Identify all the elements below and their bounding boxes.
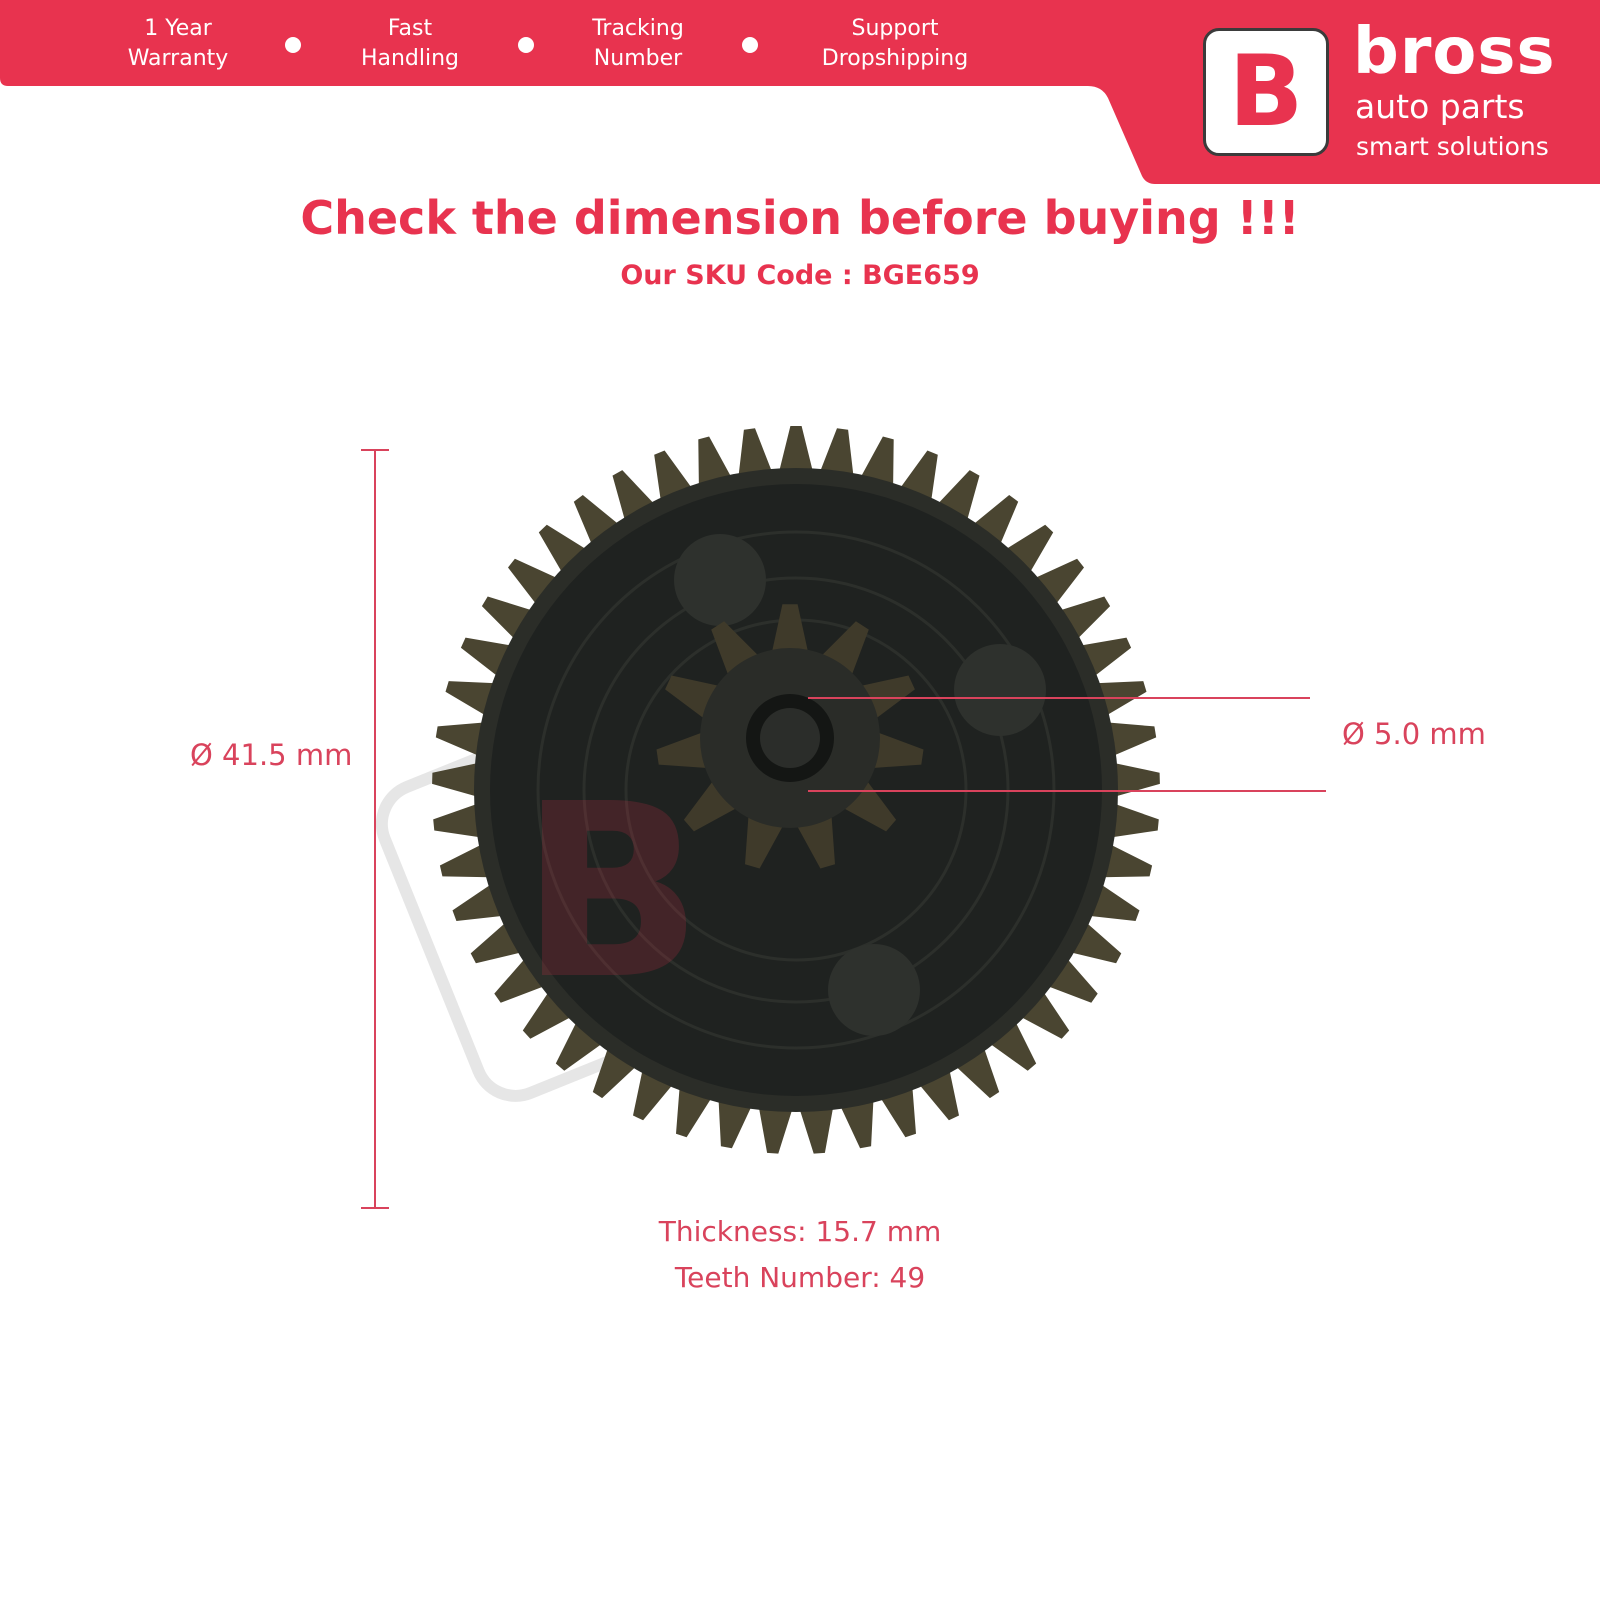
top-banner xyxy=(0,0,1600,184)
teeth-number-label: Teeth Number: 49 xyxy=(674,1261,926,1294)
thickness-label: Thickness: 15.7 mm xyxy=(658,1215,942,1248)
sku-code: Our SKU Code : BGE659 xyxy=(620,260,980,291)
feature-tracking: Tracking Number xyxy=(592,14,684,74)
feature-separator-dot xyxy=(518,37,534,53)
brand-logo-letter: B xyxy=(1228,35,1304,149)
outer-diameter-label: Ø 41.5 mm xyxy=(190,738,353,772)
gear-boss xyxy=(828,944,920,1036)
page-title: Check the dimension before buying !!! xyxy=(300,191,1300,245)
gear-boss xyxy=(674,534,766,626)
feature-handling-line1: Fast xyxy=(387,16,433,41)
feature-separator-dot xyxy=(285,37,301,53)
feature-handling-line2: Handling xyxy=(360,46,460,71)
feature-dropshipping-line1: Support xyxy=(851,16,939,41)
feature-tracking-line2: Number xyxy=(593,46,683,71)
feature-warranty-line2: Warranty xyxy=(127,46,229,71)
watermark-letter: B xyxy=(520,752,703,1032)
brand-logo-badge: B xyxy=(1203,28,1329,156)
banner-strip xyxy=(0,0,1600,184)
feature-dropshipping: Support Dropshipping xyxy=(822,14,968,74)
brand-tagline: smart solutions xyxy=(1356,132,1549,161)
brand-name: bross xyxy=(1353,15,1556,89)
gear-icon xyxy=(432,426,1160,1154)
feature-warranty-line1: 1 Year xyxy=(144,16,212,41)
gear-boss xyxy=(954,644,1046,736)
bore-diameter-dimension xyxy=(808,697,1326,792)
brand-subtitle: auto parts xyxy=(1355,87,1525,126)
bore-diameter-label: Ø 5.0 mm xyxy=(1342,717,1486,751)
outer-diameter-dimension xyxy=(361,449,389,1209)
feature-dropshipping-line2: Dropshipping xyxy=(821,46,969,71)
feature-tracking-line1: Tracking xyxy=(592,16,684,41)
feature-handling: Fast Handling xyxy=(361,14,459,74)
feature-separator-dot xyxy=(742,37,758,53)
gear-bore-inner xyxy=(760,708,820,768)
feature-warranty: 1 Year Warranty xyxy=(128,14,229,74)
